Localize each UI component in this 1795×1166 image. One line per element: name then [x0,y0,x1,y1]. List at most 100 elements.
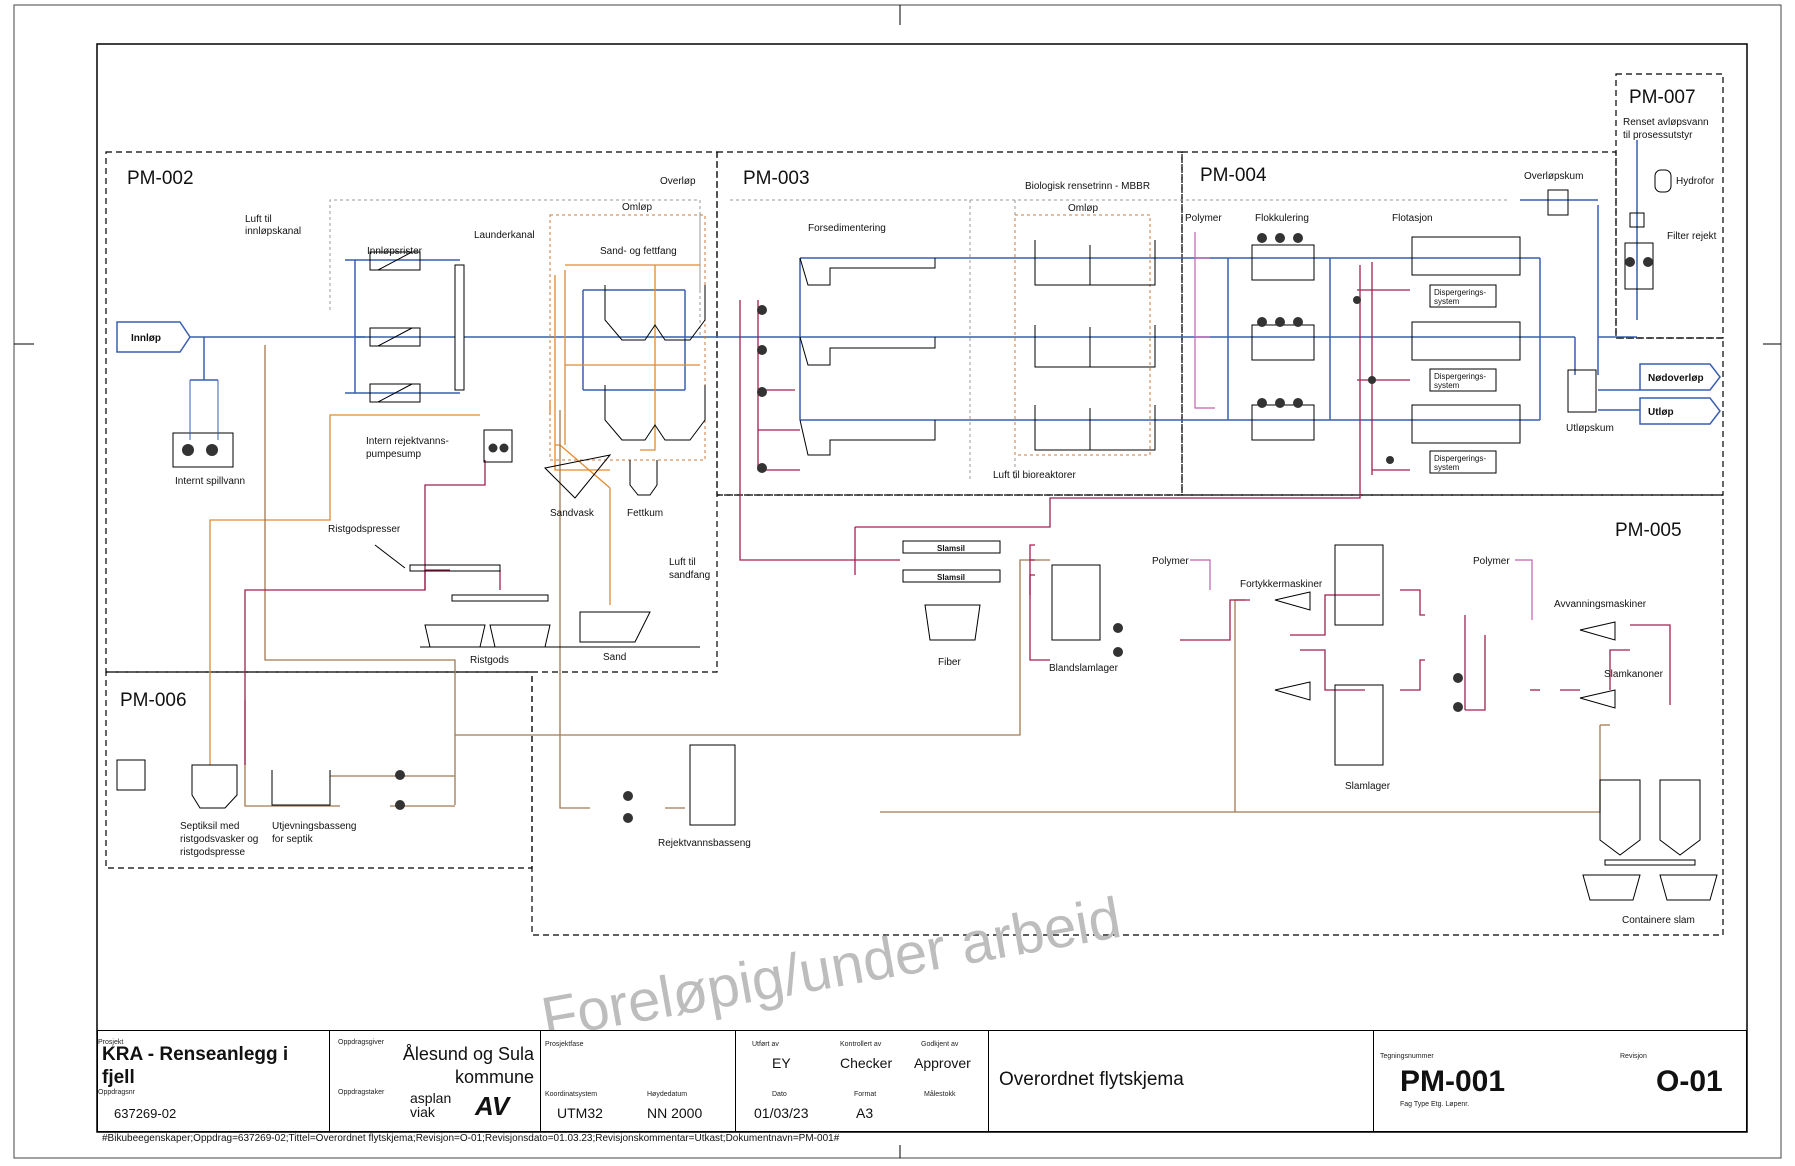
flotation-units [1411,236,1521,444]
approved-caption: Godkjent av [921,1041,959,1048]
dispersion-label: Dispergerings- [1434,454,1486,463]
drawing-title: Overordnet flytskjema [999,1069,1184,1090]
phase-cell: Prosjektfase Koordinatsystem UTM32 Høyde… [541,1031,736,1131]
checked-caption: Kontrollert av [840,1041,882,1048]
label-septic-2: ristgodsvasker og [180,834,258,845]
thickener-machines [1274,591,1311,701]
label-fiber: Fiber [938,657,961,668]
performed-caption: Utført av [752,1041,779,1048]
label-equalization-2: for septik [272,834,314,845]
section-title-pm005: PM-005 [1615,520,1682,541]
screenings-press [409,564,501,572]
label-sand: Sand [603,652,626,663]
outlet-tag [1639,397,1721,425]
primary-clarifiers [799,257,936,456]
label-septic-3: ristgodspresse [180,847,245,858]
scale-caption: Målestokk [924,1091,956,1098]
fiber-container [924,604,981,641]
pressure-pumps [1624,242,1654,290]
inlet-label: Innløp [131,333,161,344]
label-treated-1: Renset avløpsvann [1623,117,1709,128]
bypass-lines [329,199,1510,480]
internal-spill-tank [172,432,234,468]
inlet-tag [116,321,191,353]
dispersion-label: system [1434,297,1460,306]
reject-lines [209,264,700,765]
dispersion-label: system [1434,381,1460,390]
date: 01/03/23 [754,1105,809,1121]
reject-pump-icon [488,443,498,453]
label-polymer-2: Polymer [1152,556,1189,567]
label-flocculation: Flokkulering [1255,213,1309,224]
label-air-inlet-1: Luft til [245,214,272,225]
label-treated-2: til prosessutstyr [1623,130,1693,141]
phase-caption: Prosjektfase [545,1041,584,1048]
sludge-silos-final [1582,779,1718,901]
water-lines [190,140,1640,421]
section-title-pm006: PM-006 [120,690,187,711]
boundary-pm007 [1615,73,1724,339]
hydrophore [1654,169,1672,193]
emergency-overflow-label: Nødoverløp [1648,373,1704,384]
leader-line [374,544,406,569]
filter-reject [1629,212,1645,228]
coord-system: UTM32 [557,1105,603,1121]
section-title-pm003: PM-003 [743,168,810,189]
screenings-containers [424,594,551,648]
order-no: 637269-02 [114,1106,177,1121]
flocculation-mixers [1257,233,1303,408]
boundary-pm003 [716,151,1183,496]
mbbr-reactors [1034,240,1156,451]
asplan-viak-logo-mark: AV [475,1091,510,1121]
project-caption: Prosjekt [98,1039,124,1046]
signatures-cell: Utført av EY Kontrollert av Checker Godk… [736,1031,989,1131]
label-reject-basin: Rejektvannsbasseng [658,838,751,849]
blended-sludge-tank [1051,564,1101,641]
label-flotation: Flotasjon [1392,213,1433,224]
label-outlet-pit: Utløpskum [1566,423,1614,434]
label-launder: Launderkanal [474,230,535,241]
title-cell: Overordnet flytskjema [989,1031,1374,1131]
title-block: Prosjekt KRA - Renseanlegg i fjell Oppdr… [97,1030,1747,1132]
emergency-overflow-tag [1639,363,1721,391]
omlop-frames [549,214,1151,461]
diagram-labels: Luft til innløpskanal Innløpsrister Laun… [180,117,1717,926]
pump-icon [1625,257,1635,267]
flocculation-units [1251,244,1315,441]
section-boundaries [105,73,1724,936]
polymer-lines [1190,232,1533,620]
date-caption: Dato [772,1091,787,1098]
reject-pump-sump [483,429,513,463]
label-sand-washer: Sandvask [550,508,595,519]
label-septic-1: Septiksil med [180,821,239,832]
septic-truck [116,759,146,791]
internal-spill-label: Internt spillvann [175,476,245,487]
asplan-viak-logo: asplan viak [410,1090,452,1120]
height-datum: NN 2000 [647,1105,703,1121]
grit-traps [604,285,706,441]
drawing-no-cell: Tegningsnummer PM-001 Fag Type Etg. Løpe… [1374,1031,1746,1131]
client-cell: Oppdragsgiver Ålesund og Sula kommune Op… [330,1031,541,1131]
drawing-number: PM-001 [1400,1065,1506,1098]
label-reject-sump-1: Intern rejektvanns- [366,436,449,447]
label-equalization-1: Utjevningsbasseng [272,821,357,832]
label-containers: Containere slam [1622,915,1695,926]
client-caption: Oppdragsgiver [338,1039,384,1046]
launder-channel [454,264,465,391]
dispersion-label: Dispergerings- [1434,288,1486,297]
label-polymer-3: Polymer [1473,556,1510,567]
label-bypass-2: Omløp [1068,203,1098,214]
revision: O-01 [1656,1065,1723,1098]
label-dewatering: Avvanningsmaskiner [1554,599,1647,610]
label-grit-trap: Sand- og fettfang [600,246,677,257]
client-name: Ålesund og Sula kommune [402,1044,534,1087]
label-overflow-pit: Overløpskum [1524,171,1583,182]
equalization-basin [271,770,331,806]
dispersion-boxes [1429,284,1497,474]
label-mbbr: Biologisk rensetrinn - MBBR [1025,181,1150,192]
label-sludge-storage: Slamlager [1345,781,1391,792]
label-screens: Innløpsrister [367,246,423,257]
section-title-pm002: PM-002 [127,168,194,189]
performed-by: EY [772,1055,791,1071]
